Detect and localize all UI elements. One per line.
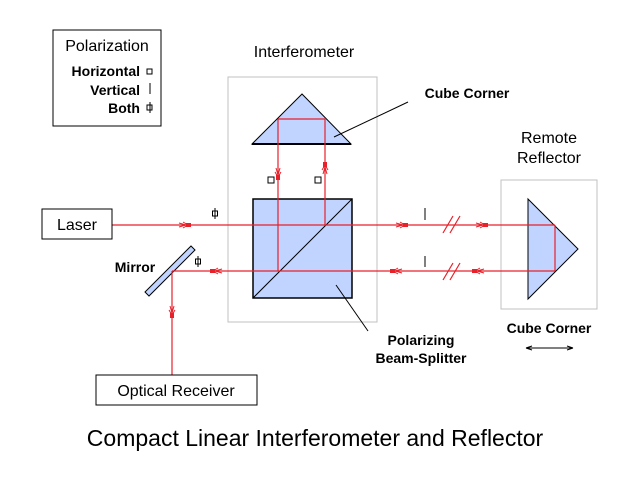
laser-box <box>41 208 113 240</box>
distance-break-marks <box>442 215 461 281</box>
both-symbol-icon <box>146 102 153 113</box>
optical-receiver-label: Optical Receiver <box>117 383 235 400</box>
remote-reflector-label-1: Remote <box>521 130 577 147</box>
polarizing-label-2: Beam-Splitter <box>375 350 467 366</box>
both-marker-icon <box>195 256 201 267</box>
polarization-markers <box>195 176 426 267</box>
both-marker-icon <box>212 208 218 219</box>
movement-double-arrow-icon <box>525 345 574 351</box>
legend-both-label: Both <box>108 100 140 116</box>
laser-beams <box>112 118 556 375</box>
cube-corner-callout-line <box>333 101 409 138</box>
mirror <box>144 245 196 297</box>
horizontal-marker-icon <box>314 176 322 184</box>
interferometer-box <box>227 76 378 323</box>
remote-reflector-label-2: Reflector <box>517 150 582 167</box>
horizontal-marker-icon <box>267 176 275 184</box>
polarizing-label-1: Polarizing <box>388 332 455 348</box>
interferometer-label: Interferometer <box>254 44 355 61</box>
legend-title: Polarization <box>65 38 149 55</box>
polarization-legend: Polarization Horizontal Vertical Both <box>52 29 162 127</box>
beam-splitter-callout-line <box>335 284 369 332</box>
laser-label: Laser <box>57 217 98 234</box>
legend-horizontal-label: Horizontal <box>72 63 140 79</box>
splitter-diagonal <box>252 198 353 299</box>
remote-cube-corner <box>527 197 579 301</box>
cube-corner-remote-label: Cube Corner <box>507 320 592 336</box>
legend-vertical-label: Vertical <box>90 82 140 98</box>
cube-corner-top-label: Cube Corner <box>425 85 510 101</box>
optical-receiver-box <box>95 374 258 406</box>
horizontal-symbol-icon <box>146 68 153 75</box>
mirror-label: Mirror <box>115 259 156 275</box>
remote-reflector-box <box>500 179 598 310</box>
diagram-title: Compact Linear Interferometer and Reflec… <box>87 425 544 451</box>
